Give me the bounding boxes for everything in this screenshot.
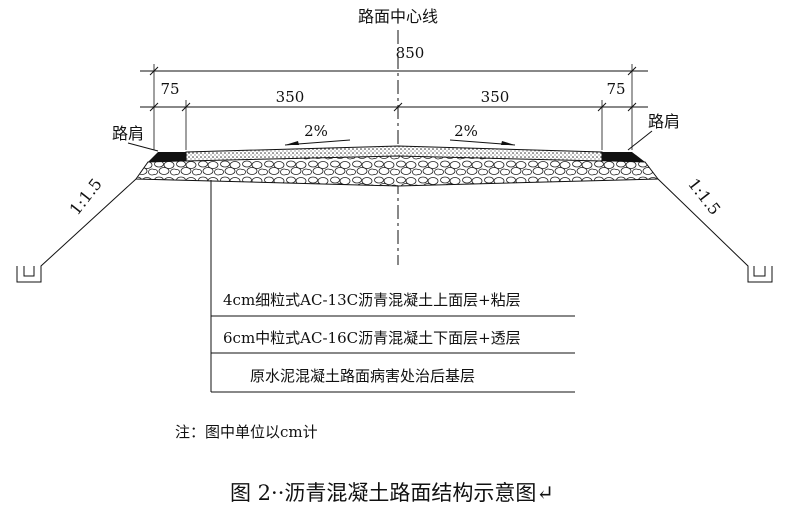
crossfall-right: 2%	[449, 122, 516, 146]
units-note: 注：图中单位以cm计	[175, 423, 318, 441]
centerline-label: 路面中心线	[358, 7, 438, 26]
shoulder-right-block	[602, 152, 645, 162]
dim-right-lane: 350	[481, 88, 510, 106]
total-dimension: 850	[140, 44, 648, 150]
layer-2-label: 6cm中粒式AC-16C沥青混凝土下面层+透层	[223, 329, 521, 347]
slope-left	[16, 178, 137, 283]
shoulder-left-label: 路肩	[112, 124, 144, 143]
svg-text:2%: 2%	[304, 122, 328, 140]
crossfall-left: 2%	[284, 122, 351, 146]
dim-left-lane: 350	[276, 88, 305, 106]
layer-3-label: 原水泥混凝土路面病害处治后基层	[250, 367, 475, 385]
slope-right-label: 1:1.5	[684, 175, 724, 219]
figure-caption: 图 2··沥青混凝土路面结构示意图↵	[230, 481, 554, 505]
shoulder-left-leader	[127, 142, 159, 152]
dim-left-shoulder: 75	[160, 80, 179, 98]
layer-legend-table: 4cm细粒式AC-13C沥青混凝土上面层+粘层 6cm中粒式AC-16C沥青混凝…	[210, 180, 575, 393]
shoulder-right-label: 路肩	[648, 112, 680, 131]
shoulder-right-leader	[627, 130, 653, 151]
dim-total-label: 850	[396, 44, 425, 62]
layer-1-label: 4cm细粒式AC-13C沥青混凝土上面层+粘层	[223, 291, 521, 309]
svg-text:2%: 2%	[454, 122, 478, 140]
shoulder-left-block	[148, 152, 186, 162]
slope-right	[657, 178, 773, 283]
dim-right-shoulder: 75	[606, 80, 625, 98]
sub-dimensions: 75 350 350 75	[140, 80, 648, 150]
